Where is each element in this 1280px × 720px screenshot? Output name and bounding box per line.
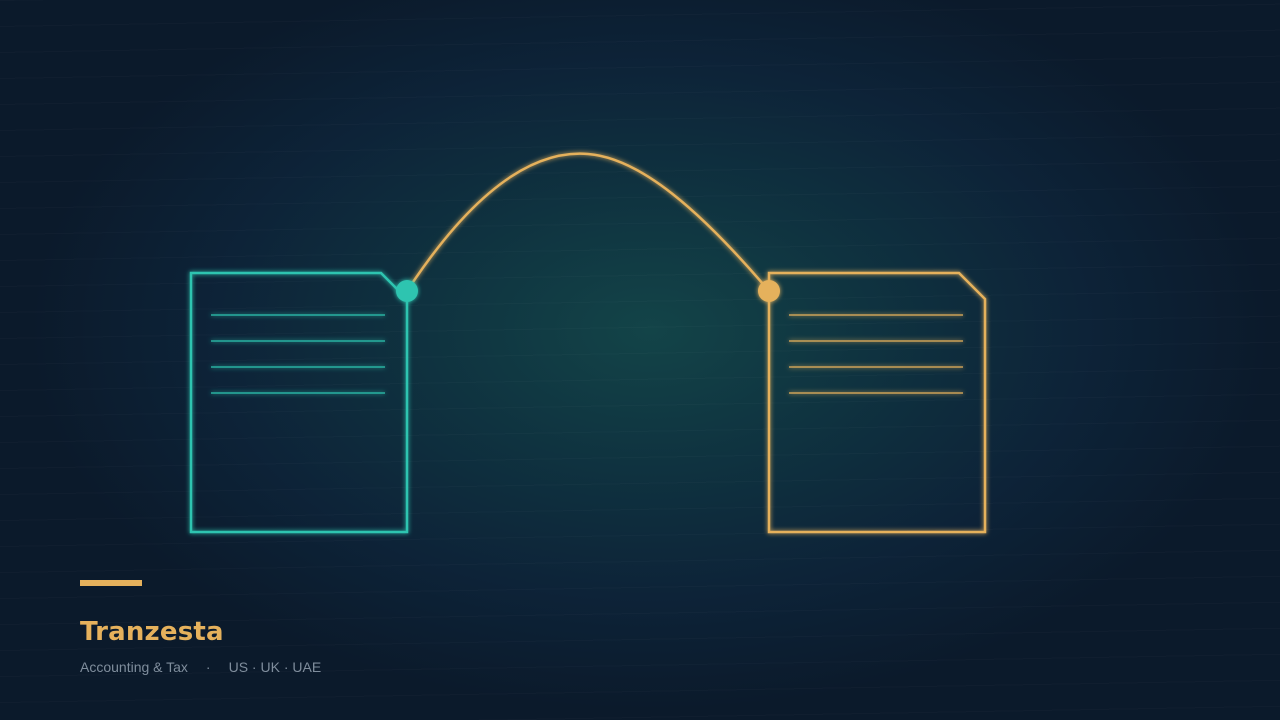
end-node (758, 280, 780, 302)
right-document-icon (767, 271, 987, 534)
tagline-separator: · (205, 659, 211, 675)
regions-label: US · UK · UAE (228, 659, 322, 675)
start-node (396, 280, 418, 302)
brand-name: Tranzesta (80, 617, 224, 647)
left-document-icon (189, 271, 409, 534)
brand-accent-bar (80, 580, 142, 586)
brand-tagline: Accounting & Tax · US · UK · UAE (80, 659, 321, 675)
connector-arc (405, 152, 770, 292)
service-label: Accounting & Tax (80, 659, 188, 675)
